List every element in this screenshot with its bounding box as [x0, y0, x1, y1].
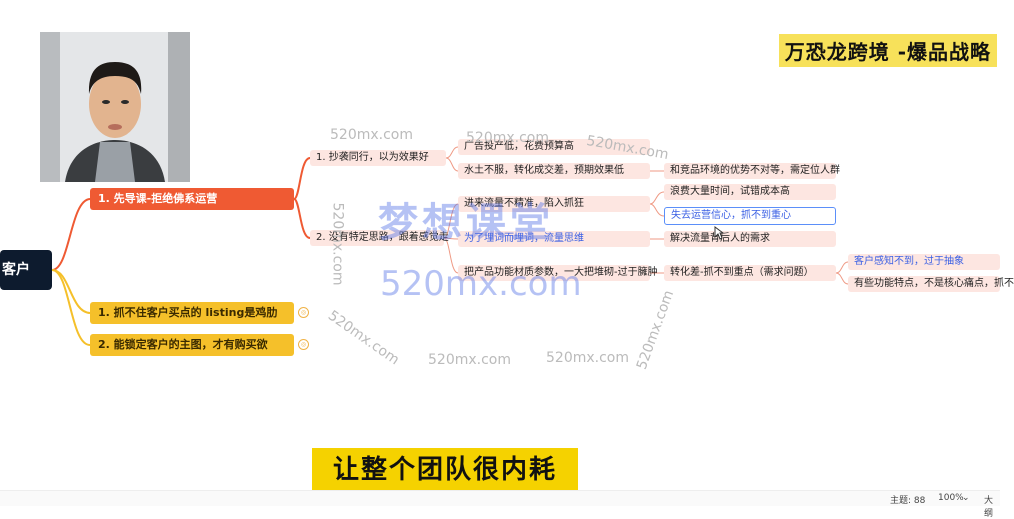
expand-icon[interactable]: ◎ — [298, 307, 309, 318]
video-subtitle: 让整个团队很内耗 — [312, 448, 578, 492]
mindmap-connectors — [51, 146, 849, 346]
topic-count: 主题: 88 — [890, 496, 926, 506]
expand-icon[interactable]: ◎ — [298, 339, 309, 350]
presenter-webcam — [40, 32, 190, 182]
outline-toggle[interactable]: 大纲 — [984, 496, 994, 519]
zoom-level[interactable]: 100% — [938, 493, 964, 503]
cursor-icon — [714, 226, 725, 240]
leaf-poor-conversion[interactable]: 转化差-抓不到重点（需求问题） — [664, 265, 836, 281]
branch-listing[interactable]: 1. 抓不住客户买点的 listing是鸡肋 — [90, 302, 294, 324]
leaf-lose-confidence[interactable]: 失去运营信心，抓不到重心 — [664, 207, 836, 225]
leaf-features[interactable]: 有些功能特点，不是核心痛点，抓不 — [848, 276, 1014, 292]
leaf-abstract[interactable]: 客户感知不到，过于抽象 — [848, 254, 1000, 270]
branch-main-image[interactable]: 2. 能锁定客户的主图，才有购买欲 — [90, 334, 294, 356]
person-icon — [40, 32, 190, 182]
sub-copy-peers[interactable]: 1. 抄袭同行，以为效果好 — [310, 150, 446, 166]
root-node[interactable]: 客户 — [0, 250, 52, 290]
branch-guide[interactable]: 1. 先导课-拒绝佛系运营 — [90, 188, 294, 210]
status-bar: 主题: 88 100% ⌄ 大纲 — [0, 490, 1000, 519]
leaf-params[interactable]: 把产品功能材质参数，一大把堆砌-过于臃肿 — [458, 265, 658, 281]
course-title: 万恐龙跨境 -爆品战略 — [778, 34, 997, 67]
sub-no-idea[interactable]: 2. 没有特定思路，跟着感觉走 — [310, 230, 449, 246]
chevron-down-icon[interactable]: ⌄ — [962, 493, 970, 503]
leaf-unfit[interactable]: 水土不服，转化成交差，预期效果低 — [458, 163, 650, 179]
leaf-ad-low[interactable]: 广告投产低，花费预算高 — [458, 139, 650, 155]
leaf-solve-need[interactable]: 解决流量背后人的需求 — [664, 231, 836, 247]
leaf-waste[interactable]: 浪费大量时间，试错成本高 — [664, 184, 836, 200]
leaf-env[interactable]: 和竞品环境的优势不对等，需定位人群 — [664, 163, 840, 179]
leaf-word-stuffing[interactable]: 为了埋词而埋词，流量思维 — [458, 231, 650, 247]
leaf-unsteady[interactable]: 进来流量不精准，陷入抓狂 — [458, 196, 650, 212]
